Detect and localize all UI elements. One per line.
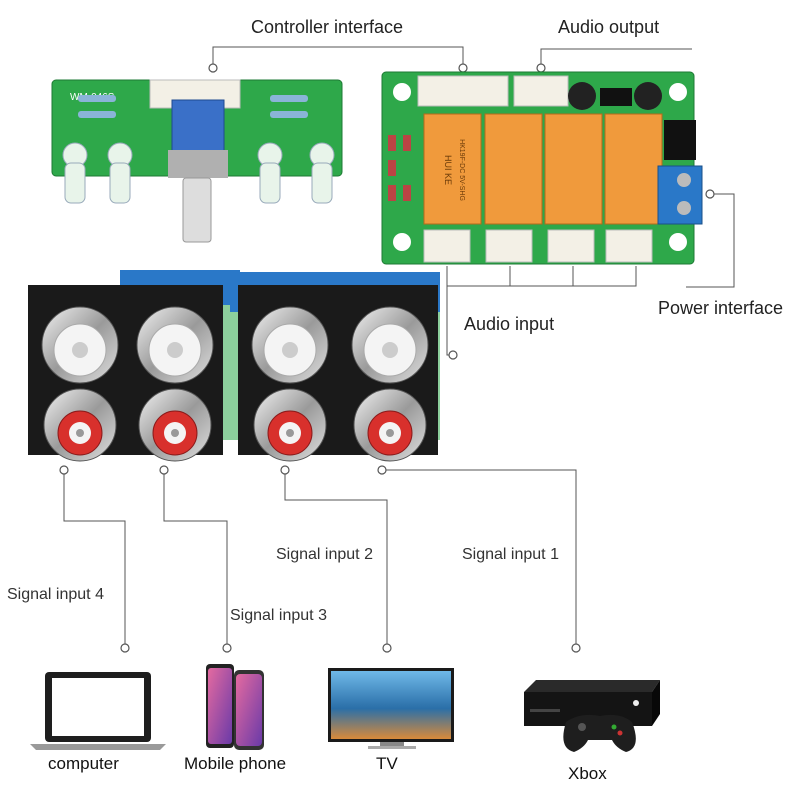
line-audio-output (540, 48, 692, 68)
line-signal-input-2 (284, 470, 388, 648)
controller-interface-label: Controller interface (251, 17, 404, 37)
signal-input-1-label: Signal input 1 (462, 546, 559, 563)
xbox-controller-icon (563, 714, 636, 752)
mobile-phone-label: Mobile phone (184, 754, 287, 773)
line-signal-input-1 (382, 469, 577, 648)
xbox-icon (524, 680, 660, 752)
mobile-phone-icon (206, 664, 264, 750)
connector-lines (63, 46, 735, 648)
controller-board: WM-046S (51, 79, 343, 243)
relay-board: HUI KE HK19F-DC 5V-SHG (381, 71, 703, 265)
tv-icon (328, 668, 454, 749)
relay-label: HUI KE (443, 155, 453, 185)
relays (423, 113, 663, 225)
signal-input-3-label: Signal input 3 (230, 607, 327, 624)
line-audio-input (446, 286, 453, 356)
power-jack (664, 120, 696, 160)
connector-dots (59, 63, 715, 653)
computer-icon (30, 672, 166, 750)
line-controller-interface (212, 46, 464, 68)
xbox-label: Xbox (568, 764, 607, 783)
rca-jack-pair-3 (238, 285, 338, 462)
line-signal-input-4 (63, 470, 126, 648)
rca-jack-pair-2 (123, 285, 223, 462)
tv-label: TV (376, 754, 398, 773)
audio-output-label: Audio output (558, 17, 660, 37)
line-audio-input-bracket (446, 266, 637, 287)
power-interface-label: Power interface (658, 298, 784, 318)
line-power-interface (686, 193, 735, 288)
audio-input-connectors (423, 229, 653, 263)
rca-jack-pair-1 (28, 285, 128, 462)
computer-label: computer (48, 754, 119, 773)
rca-jack-pair-4 (338, 285, 438, 462)
audio-input-label: Audio input (464, 314, 555, 334)
relay-model: HK19F-DC 5V-SHG (458, 139, 465, 201)
line-signal-input-3 (163, 470, 228, 648)
signal-input-4-label: Signal input 4 (7, 586, 104, 603)
signal-input-2-label: Signal input 2 (276, 546, 373, 563)
